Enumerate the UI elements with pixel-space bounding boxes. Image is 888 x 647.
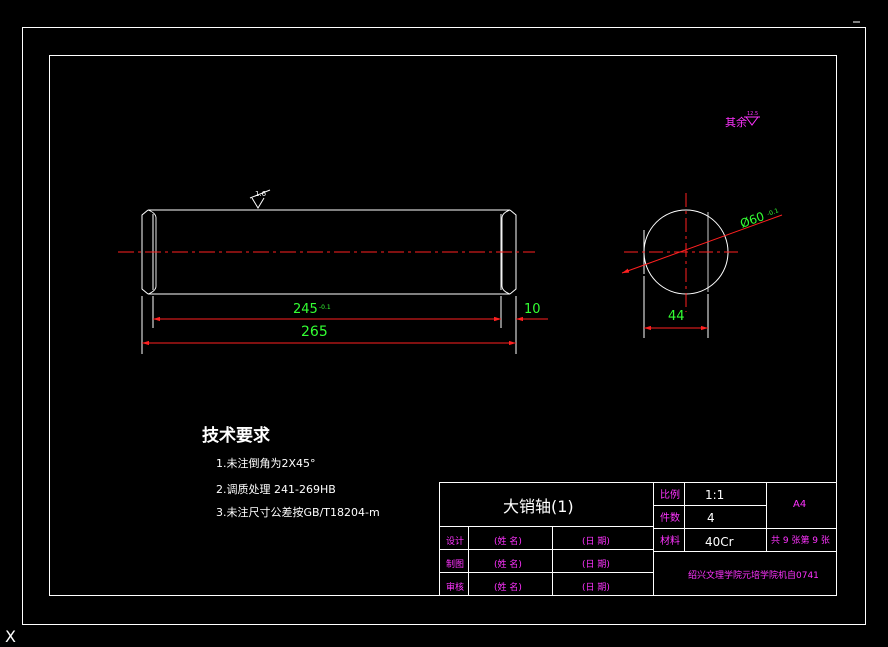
institution: 绍兴文理学院元培学院机自0741 — [688, 569, 819, 581]
roughness-note-value: 12.5 — [747, 111, 758, 117]
drafter-date: (日 期) — [582, 559, 610, 570]
reviewer-name: (姓 名) — [494, 581, 522, 593]
roughness-mark: 1.6 — [249, 189, 271, 209]
scale-value: 1:1 — [705, 488, 724, 502]
inner-border — [49, 55, 837, 596]
paper-size: A4 — [793, 499, 806, 510]
tech-req-item-1: 1.未注倒角为2X45° — [216, 456, 316, 470]
qty-label: 件数 — [660, 511, 680, 524]
tech-req-item-2: 2.调质处理 241-269HB — [216, 483, 336, 496]
roughness-mark-value: 1.6 — [255, 190, 267, 198]
roughness-symbol-icon — [745, 116, 759, 126]
technical-requirements: 技术要求 1.未注倒角为2X45° 2.调质处理 241-269HB 3.未注尺… — [202, 425, 380, 519]
tech-req-item-3: 3.未注尺寸公差按GB/T18204-m — [216, 505, 380, 519]
designer-label: 设计 — [446, 535, 464, 547]
title-block — [439, 482, 837, 596]
dim-chamfer: 10 — [524, 302, 541, 317]
dimension-chamfer: 10 — [490, 302, 548, 322]
shaft-side-view: Ø60 -0.1 44 — [621, 193, 783, 338]
reviewer-label: 审核 — [446, 581, 464, 593]
dim-total-length: 265 — [301, 324, 328, 340]
part-name: 大销轴(1) — [503, 497, 574, 516]
roughness-mark-icon — [251, 197, 265, 209]
dim-flat-width: 44 — [668, 309, 685, 324]
designer-date: (日 期) — [582, 536, 610, 547]
dim-diameter-tol: -0.1 — [766, 207, 780, 218]
qty-value: 4 — [707, 511, 715, 525]
reviewer-date: (日 期) — [582, 582, 610, 593]
drafter-name: (姓 名) — [494, 558, 522, 570]
dim-inner-length: 245 — [293, 302, 318, 317]
dim-diameter: Ø60 — [738, 209, 766, 231]
material-value: 40Cr — [705, 535, 734, 549]
tech-req-title: 技术要求 — [202, 425, 270, 446]
drafter-label: 制图 — [446, 558, 464, 570]
dimension-inner-length: 245 -0.1 — [153, 302, 501, 322]
sheet-info: 共 9 张第 9 张 — [771, 534, 830, 546]
designer-name: (姓 名) — [494, 535, 522, 547]
dimension-total-length: 265 — [142, 324, 516, 346]
outer-border — [22, 27, 866, 625]
cursor-icon: X — [5, 627, 16, 646]
dim-inner-length-tol: -0.1 — [319, 304, 331, 311]
roughness-note: 其余 12.5 — [725, 111, 760, 129]
scale-label: 比例 — [660, 488, 680, 501]
material-label: 材料 — [660, 534, 680, 547]
roughness-note-label: 其余 — [725, 115, 747, 129]
